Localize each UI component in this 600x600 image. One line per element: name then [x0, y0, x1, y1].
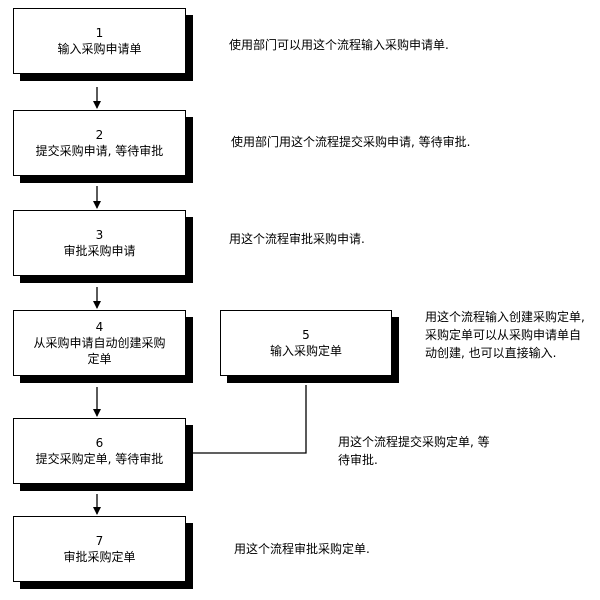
step-label: 输入采购定单: [269, 343, 342, 358]
step-4-box: 4 从采购申请自动创建采购定单: [13, 310, 186, 376]
step-6-box: 6 提交采购定单, 等待审批: [13, 418, 186, 484]
step-label: 提交采购申请, 等待审批: [35, 143, 164, 158]
step-number: 2: [95, 127, 104, 142]
step-2-box: 2 提交采购申请, 等待审批: [13, 110, 186, 176]
step-5-box: 5 输入采购定单: [220, 310, 392, 376]
step-label: 审批采购定单: [63, 549, 136, 564]
step-label: 提交采购定单, 等待审批: [35, 451, 164, 466]
step-number: 1: [95, 25, 104, 40]
step-label: 输入采购申请单: [57, 41, 142, 56]
note-step-1: 使用部门可以用这个流程输入采购申请单.: [229, 38, 449, 52]
step-label: 审批采购申请: [63, 243, 136, 258]
note-step-7: 用这个流程审批采购定单.: [234, 542, 370, 556]
note-step-5: 用这个流程输入创建采购定单, 采购定单可以从采购申请单自动创建, 也可以直接输入…: [425, 310, 585, 360]
step-7-box: 7 审批采购定单: [13, 516, 186, 582]
step-number: 6: [95, 435, 104, 450]
note-step-3: 用这个流程审批采购申请.: [229, 232, 365, 246]
step-1-box: 1 输入采购申请单: [13, 8, 186, 74]
step-number: 5: [302, 327, 310, 342]
step-number: 3: [95, 227, 104, 242]
step-3-box: 3 审批采购申请: [13, 210, 186, 276]
connector-step5-to-step6: [189, 385, 307, 454]
step-number: 4: [95, 319, 104, 334]
step-label: 从采购申请自动创建采购定单: [33, 335, 166, 366]
note-step-6: 用这个流程提交采购定单, 等待审批.: [338, 435, 490, 467]
step-number: 7: [95, 533, 104, 548]
note-step-2: 使用部门用这个流程提交采购申请, 等待审批.: [231, 135, 471, 149]
